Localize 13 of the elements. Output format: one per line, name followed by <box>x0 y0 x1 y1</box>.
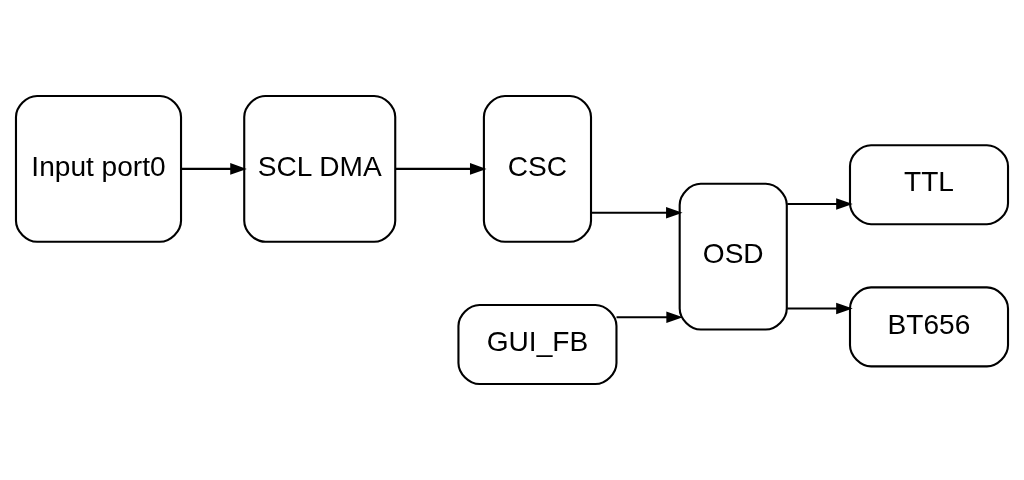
arrow <box>591 207 683 219</box>
arrow <box>181 163 247 175</box>
arrow <box>787 198 853 210</box>
node-box: TTL <box>848 144 1010 226</box>
node-box: BT656 <box>848 286 1010 368</box>
node-box: CSC <box>482 94 593 243</box>
arrow <box>616 311 683 324</box>
node-box: OSD <box>678 182 788 331</box>
arrow <box>787 302 853 315</box>
node-box: GUI_FB <box>457 303 618 386</box>
arrow <box>395 163 487 175</box>
node-box: Input port0 <box>14 94 183 243</box>
node-box: SCL DMA <box>243 94 397 243</box>
